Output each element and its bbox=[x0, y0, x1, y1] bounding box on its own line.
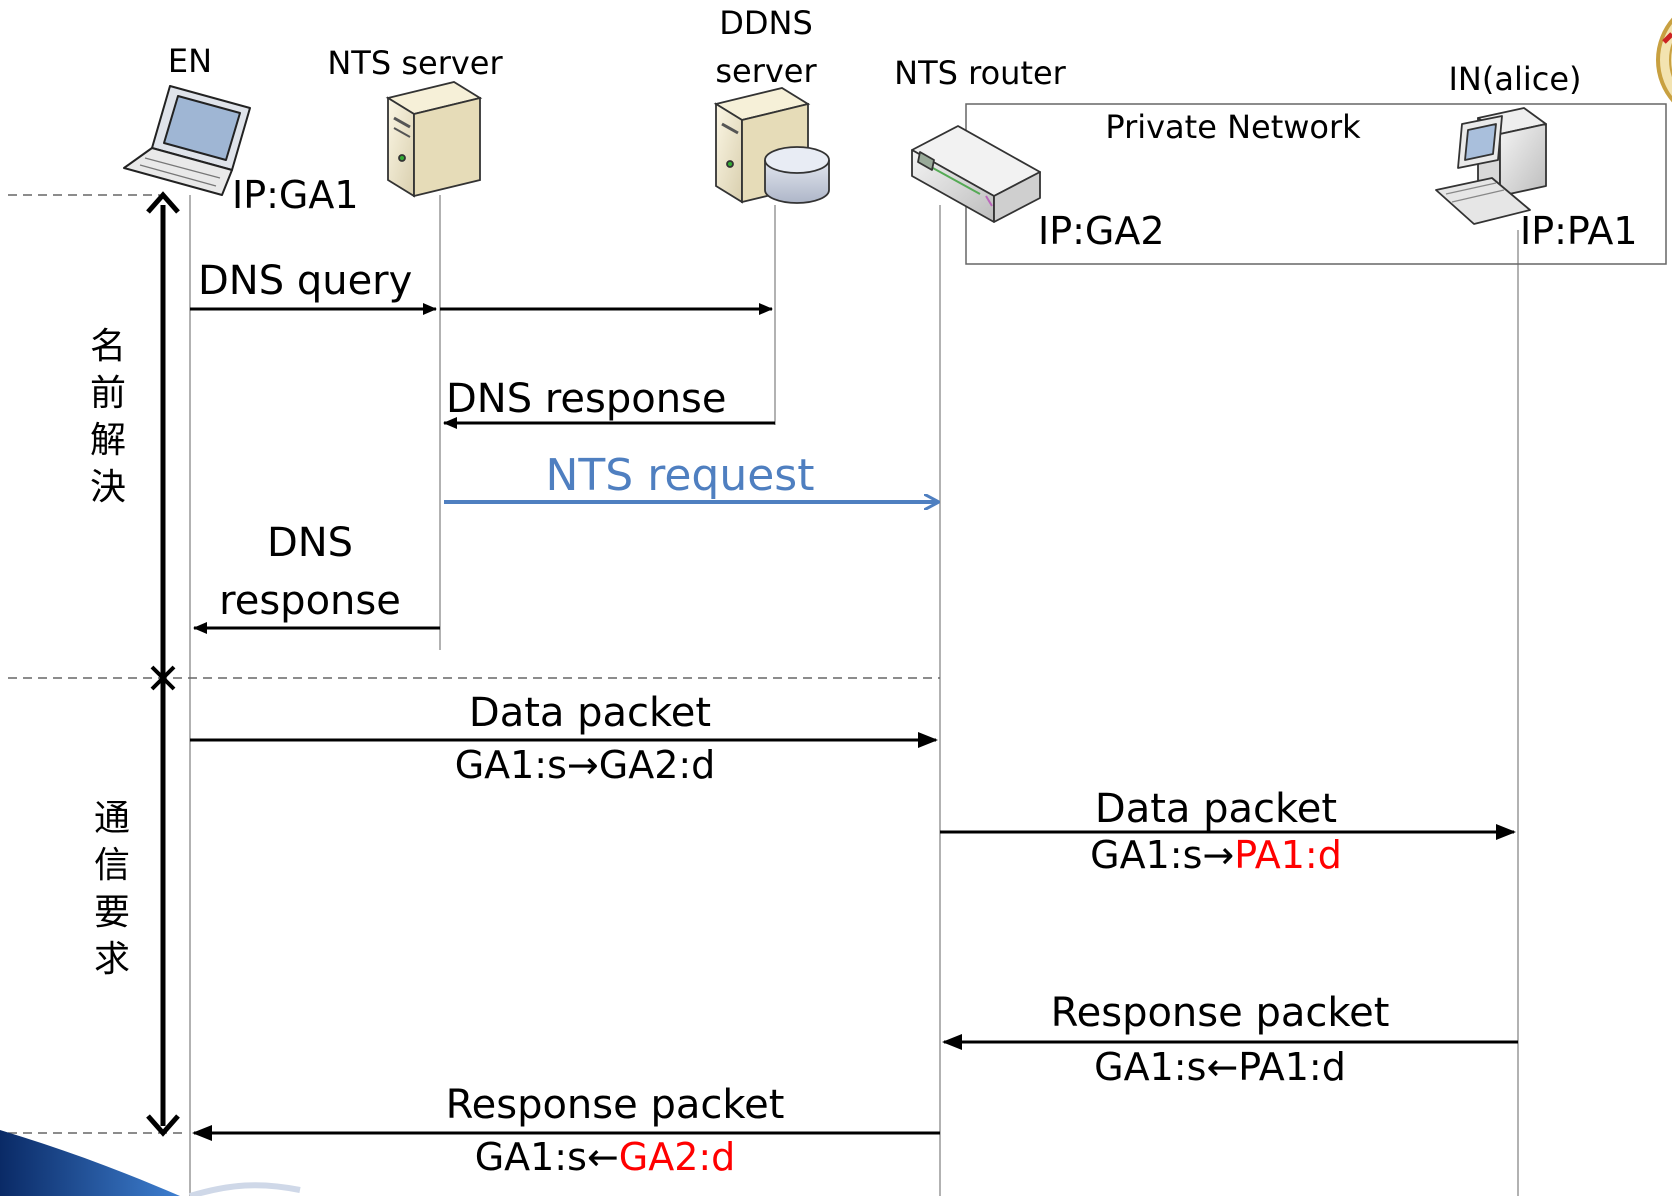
address-destination-highlight: GA2:d bbox=[619, 1135, 736, 1179]
address-source: GA1:s← bbox=[475, 1135, 619, 1179]
label-dns-response-1: DNS response bbox=[446, 376, 727, 422]
address-destination: PA1:d bbox=[1238, 1045, 1346, 1089]
participant-ddns-line1: DDNS bbox=[719, 4, 813, 42]
ip-label-en: IP:GA1 bbox=[232, 173, 359, 217]
participant-nts-server: NTS server bbox=[327, 44, 503, 82]
phase-char: 要 bbox=[94, 892, 130, 933]
label-response-packet-1: Response packet bbox=[1051, 990, 1390, 1036]
logo-emblem bbox=[1656, 17, 1672, 103]
router-icon bbox=[911, 125, 1041, 223]
server-tower-icon bbox=[385, 81, 483, 198]
address-source: GA1:s→ bbox=[1090, 833, 1234, 877]
label-dns-response-2-line1: DNS bbox=[267, 520, 353, 566]
phase-label-name-resolution: 名 前 解 決 bbox=[90, 326, 126, 508]
address-destination-highlight: PA1:d bbox=[1234, 833, 1342, 877]
label-dns-response-2-line2: response bbox=[219, 578, 401, 624]
address-source: GA1:s← bbox=[1094, 1045, 1238, 1089]
participant-in-alice: IN(alice) bbox=[1448, 60, 1581, 98]
label-dns-query: DNS query bbox=[198, 258, 412, 304]
label-data-packet-1-address: GA1:s→GA2:d bbox=[455, 743, 716, 787]
label-response-packet-2-address: GA1:s←GA2:d bbox=[475, 1135, 736, 1179]
phase-char: 求 bbox=[94, 939, 130, 980]
phase-char: 通 bbox=[94, 798, 130, 839]
label-data-packet-1: Data packet bbox=[469, 690, 711, 736]
phase-separators bbox=[8, 194, 940, 1134]
phase-char: 決 bbox=[90, 467, 126, 508]
participant-ddns-line2: server bbox=[715, 52, 817, 90]
label-response-packet-1-address: GA1:s←PA1:d bbox=[1094, 1045, 1346, 1089]
ip-label-router: IP:GA2 bbox=[1038, 209, 1165, 253]
lifelines bbox=[189, 195, 1519, 1196]
label-data-packet-2-address: GA1:s→PA1:d bbox=[1090, 833, 1342, 877]
private-network-label: Private Network bbox=[1105, 108, 1361, 146]
participant-nts-router: NTS router bbox=[894, 54, 1067, 92]
phase-char: 信 bbox=[94, 845, 130, 886]
label-data-packet-2: Data packet bbox=[1095, 786, 1337, 832]
decorative-swoosh bbox=[0, 1130, 180, 1196]
address-source: GA1:s→ bbox=[455, 743, 599, 787]
laptop-icon bbox=[123, 85, 251, 196]
address-destination: GA2:d bbox=[599, 743, 716, 787]
desktop-computer-icon bbox=[1435, 107, 1547, 225]
participant-en: EN bbox=[168, 42, 212, 80]
label-response-packet-2: Response packet bbox=[446, 1082, 785, 1128]
phase-char: 解 bbox=[90, 420, 126, 461]
database-server-icon bbox=[713, 87, 830, 204]
label-nts-request: NTS request bbox=[546, 450, 815, 501]
phase-bar bbox=[146, 191, 180, 1137]
ip-label-alice: IP:PA1 bbox=[1520, 209, 1638, 253]
decorative-swoosh-highlight bbox=[189, 1182, 301, 1199]
phase-label-communication: 通 信 要 求 bbox=[94, 798, 130, 980]
message-arrows bbox=[190, 303, 1518, 1141]
phase-char: 前 bbox=[90, 373, 126, 414]
phase-char: 名 bbox=[90, 326, 126, 367]
